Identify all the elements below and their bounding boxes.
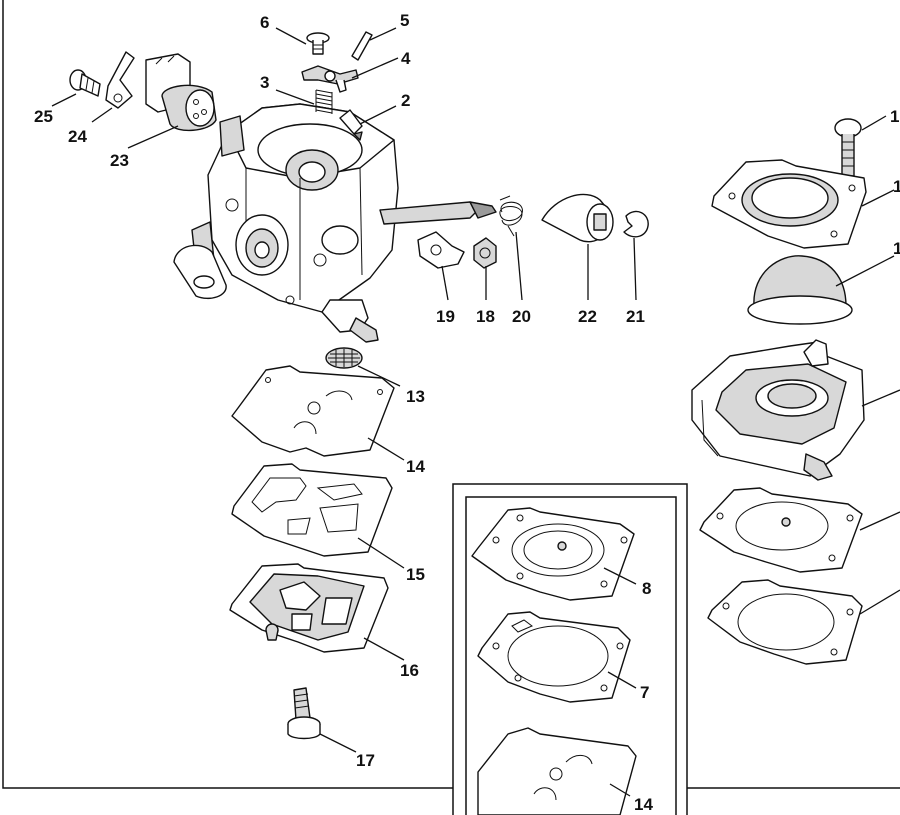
label-part-20: 20 xyxy=(512,307,531,326)
part-24-clip xyxy=(105,51,135,109)
label-part-18: 18 xyxy=(476,307,495,326)
label-part-24: 24 xyxy=(68,127,87,146)
label-part-14: 14 xyxy=(406,457,425,476)
label-part-25: 25 xyxy=(34,107,53,126)
label-part-3: 3 xyxy=(260,73,269,92)
label-part-17: 17 xyxy=(356,751,375,770)
label-part-6: 6 xyxy=(260,13,269,32)
part-13-screen xyxy=(325,347,363,369)
label-part-1-lower: 1 xyxy=(893,239,900,258)
carburetor-body xyxy=(207,103,399,343)
part-21-e-clip xyxy=(623,210,649,238)
right-gasket xyxy=(707,579,863,665)
part-25-screw xyxy=(69,69,101,97)
part-1-primer-bulb xyxy=(747,255,853,325)
throttle-shaft xyxy=(379,201,497,225)
repair-kit-inset-box xyxy=(452,483,688,815)
label-part-13: 13 xyxy=(406,387,425,406)
part-20-spring xyxy=(499,195,523,237)
label-part-7: 7 xyxy=(640,683,649,702)
part-18-nut xyxy=(473,237,497,269)
label-part-1-top: 1 xyxy=(890,107,899,126)
part-6-screw xyxy=(306,32,330,55)
part-19-washer xyxy=(417,231,465,269)
label-part-23: 23 xyxy=(110,151,129,170)
part-23-connector xyxy=(145,53,217,131)
label-part-5: 5 xyxy=(400,11,409,30)
part-5-pin xyxy=(351,31,373,61)
label-part-21: 21 xyxy=(626,307,645,326)
label-part-4: 4 xyxy=(401,49,411,68)
part-22-cam xyxy=(541,193,614,243)
part-8-diaphragm xyxy=(471,507,635,601)
callout-labels: 6 5 4 3 2 25 24 23 19 18 20 22 21 13 14 … xyxy=(34,11,900,814)
diagram-frame xyxy=(2,0,900,789)
part-15-gasket xyxy=(231,463,393,557)
label-part-19: 19 xyxy=(436,307,455,326)
part-1-cover xyxy=(711,159,867,249)
part-7-gasket xyxy=(477,611,631,703)
pump-housing xyxy=(691,339,865,481)
part-3-spring xyxy=(315,89,333,114)
part-14-gasket xyxy=(231,365,395,457)
label-part-15: 15 xyxy=(406,565,425,584)
label-part-16: 16 xyxy=(400,661,419,680)
leader-lines xyxy=(51,27,900,797)
part-2-needle xyxy=(339,109,363,141)
part-16-pump-body xyxy=(229,563,389,653)
choke-lever xyxy=(173,221,227,300)
part-1-screw xyxy=(834,118,862,177)
label-part-22: 22 xyxy=(578,307,597,326)
part-17-screw xyxy=(287,687,321,740)
label-part-1-middle: 1 xyxy=(893,177,900,196)
right-diaphragm xyxy=(699,487,863,573)
part-14-inset-gasket xyxy=(477,727,637,815)
part-4-lever xyxy=(301,65,359,93)
label-part-14-inset: 14 xyxy=(634,795,653,814)
label-part-8: 8 xyxy=(642,579,651,598)
label-part-2: 2 xyxy=(401,91,410,110)
